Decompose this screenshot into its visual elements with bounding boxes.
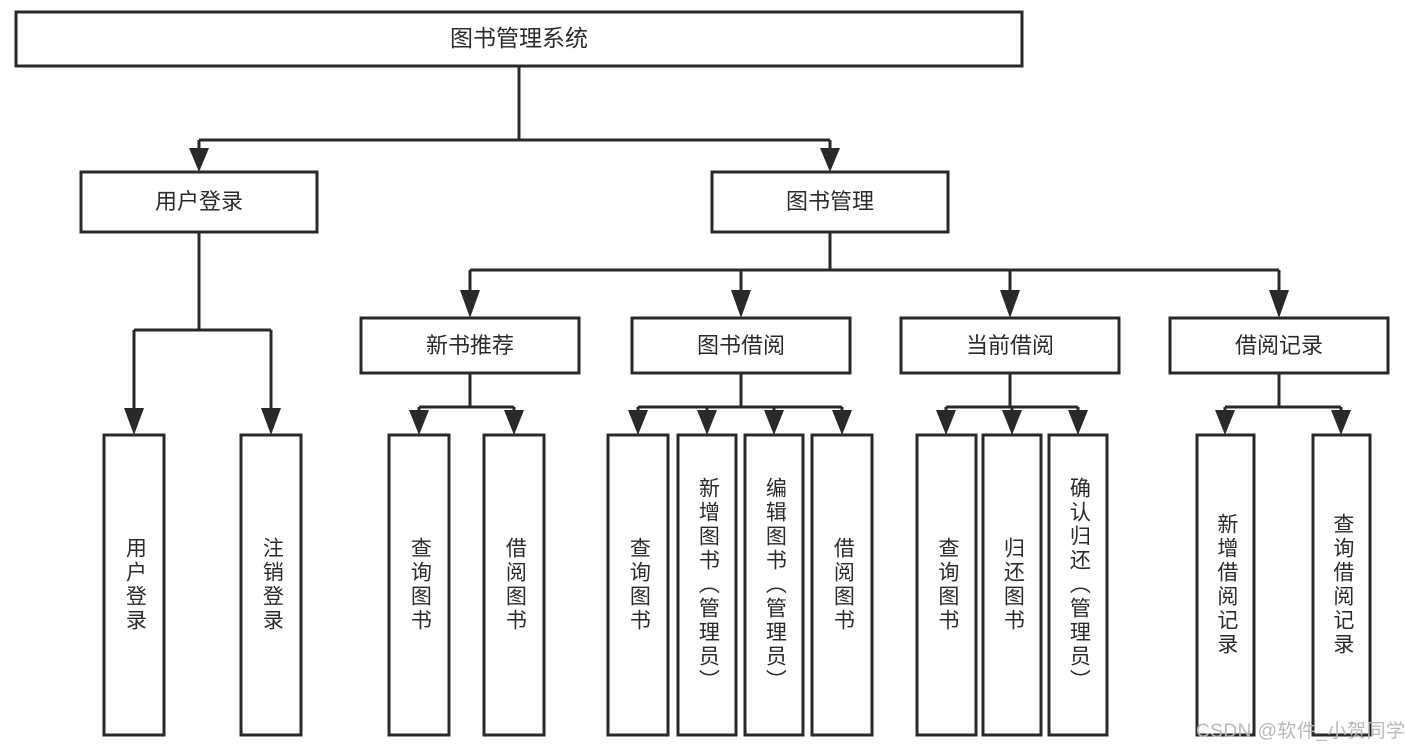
leaf-logout-box[interactable] <box>239 433 303 737</box>
node-borrow-record[interactable]: 借阅记录 <box>1168 316 1390 375</box>
leaf-add-record-box[interactable] <box>1195 433 1256 737</box>
arrow-head-book-manage <box>820 148 840 172</box>
node-borrow-record-label: 借阅记录 <box>1235 333 1323 358</box>
arrow-head-leaf-user-login <box>124 408 144 435</box>
node-new-book-rec-box[interactable] <box>359 316 581 375</box>
node-book-manage[interactable]: 图书管理 <box>710 170 950 234</box>
node-new-book-rec-label: 新书推荐 <box>426 333 514 358</box>
node-book-manage-box[interactable] <box>710 170 950 234</box>
leaf-edit-book-box[interactable] <box>743 433 805 737</box>
connector-group-new-book-rec-to-leaves <box>409 373 524 435</box>
arrow-head-leaf-add-book <box>697 410 717 435</box>
arrow-head-book-borrow <box>731 290 751 318</box>
arrow-head-new-book-rec <box>460 290 480 318</box>
arrow-head-leaf-logout <box>261 408 281 435</box>
arrow-head-leaf-query-record <box>1331 410 1351 435</box>
node-book-manage-label: 图书管理 <box>786 189 874 214</box>
leaf-query-book-1-box[interactable] <box>387 433 451 737</box>
arrow-head-leaf-borrow-book-2 <box>832 410 852 435</box>
node-user-login-box[interactable] <box>79 170 319 234</box>
connector-group-book-manage-to-level3 <box>460 232 1289 318</box>
arrow-head-leaf-edit-book <box>764 410 784 435</box>
arrow-head-leaf-borrow-book-1 <box>504 410 524 435</box>
arrow-head-borrow-record <box>1269 290 1289 318</box>
node-borrow-record-box[interactable] <box>1168 316 1390 375</box>
node-new-book-rec[interactable]: 新书推荐 <box>359 316 581 375</box>
arrow-head-leaf-return-book <box>1002 410 1022 435</box>
leaf-add-book-box[interactable] <box>676 433 738 737</box>
node-book-borrow[interactable]: 图书借阅 <box>630 316 852 375</box>
arrow-head-current-borrow <box>1000 290 1020 318</box>
leaf-borrow-book-2-box[interactable] <box>810 433 874 737</box>
arrow-head-leaf-add-record <box>1215 410 1235 435</box>
node-root[interactable]: 图书管理系统 <box>14 10 1024 68</box>
leaf-return-book-box[interactable] <box>981 433 1043 737</box>
arrow-head-leaf-confirm-return <box>1068 410 1088 435</box>
connector-group-borrow-record-to-leaves <box>1215 373 1351 435</box>
node-current-borrow-label: 当前借阅 <box>966 333 1054 358</box>
arrow-head-leaf-query-book-1 <box>409 410 429 435</box>
node-current-borrow[interactable]: 当前借阅 <box>899 316 1121 375</box>
leaf-box-group <box>102 433 1372 737</box>
node-current-borrow-box[interactable] <box>899 316 1121 375</box>
leaf-query-book-2-box[interactable] <box>606 433 670 737</box>
node-user-login-label: 用户登录 <box>155 189 243 214</box>
connector-group-root-to-level2 <box>189 66 840 172</box>
connector-group-book-borrow-to-leaves <box>628 373 852 435</box>
leaf-query-record-box[interactable] <box>1311 433 1372 737</box>
leaf-query-book-3-box[interactable] <box>915 433 978 737</box>
leaf-user-login-box[interactable] <box>102 433 166 737</box>
arrow-head-leaf-query-book-3 <box>936 410 956 435</box>
node-book-borrow-box[interactable] <box>630 316 852 375</box>
node-root-label: 图书管理系统 <box>450 25 588 51</box>
leaf-borrow-book-1-box[interactable] <box>482 433 546 737</box>
arrow-head-user-login <box>189 148 209 172</box>
connector-group-user-login-to-leaves <box>124 232 281 435</box>
connector-group-current-borrow-to-leaves <box>936 373 1088 435</box>
node-root-box[interactable] <box>14 10 1024 68</box>
arrow-head-leaf-query-book-2 <box>628 410 648 435</box>
node-user-login[interactable]: 用户登录 <box>79 170 319 234</box>
leaf-confirm-return-box[interactable] <box>1047 433 1109 737</box>
csdn-watermark: CSDN @软件_小贺同学 <box>1196 721 1405 742</box>
node-book-borrow-label: 图书借阅 <box>697 333 785 358</box>
